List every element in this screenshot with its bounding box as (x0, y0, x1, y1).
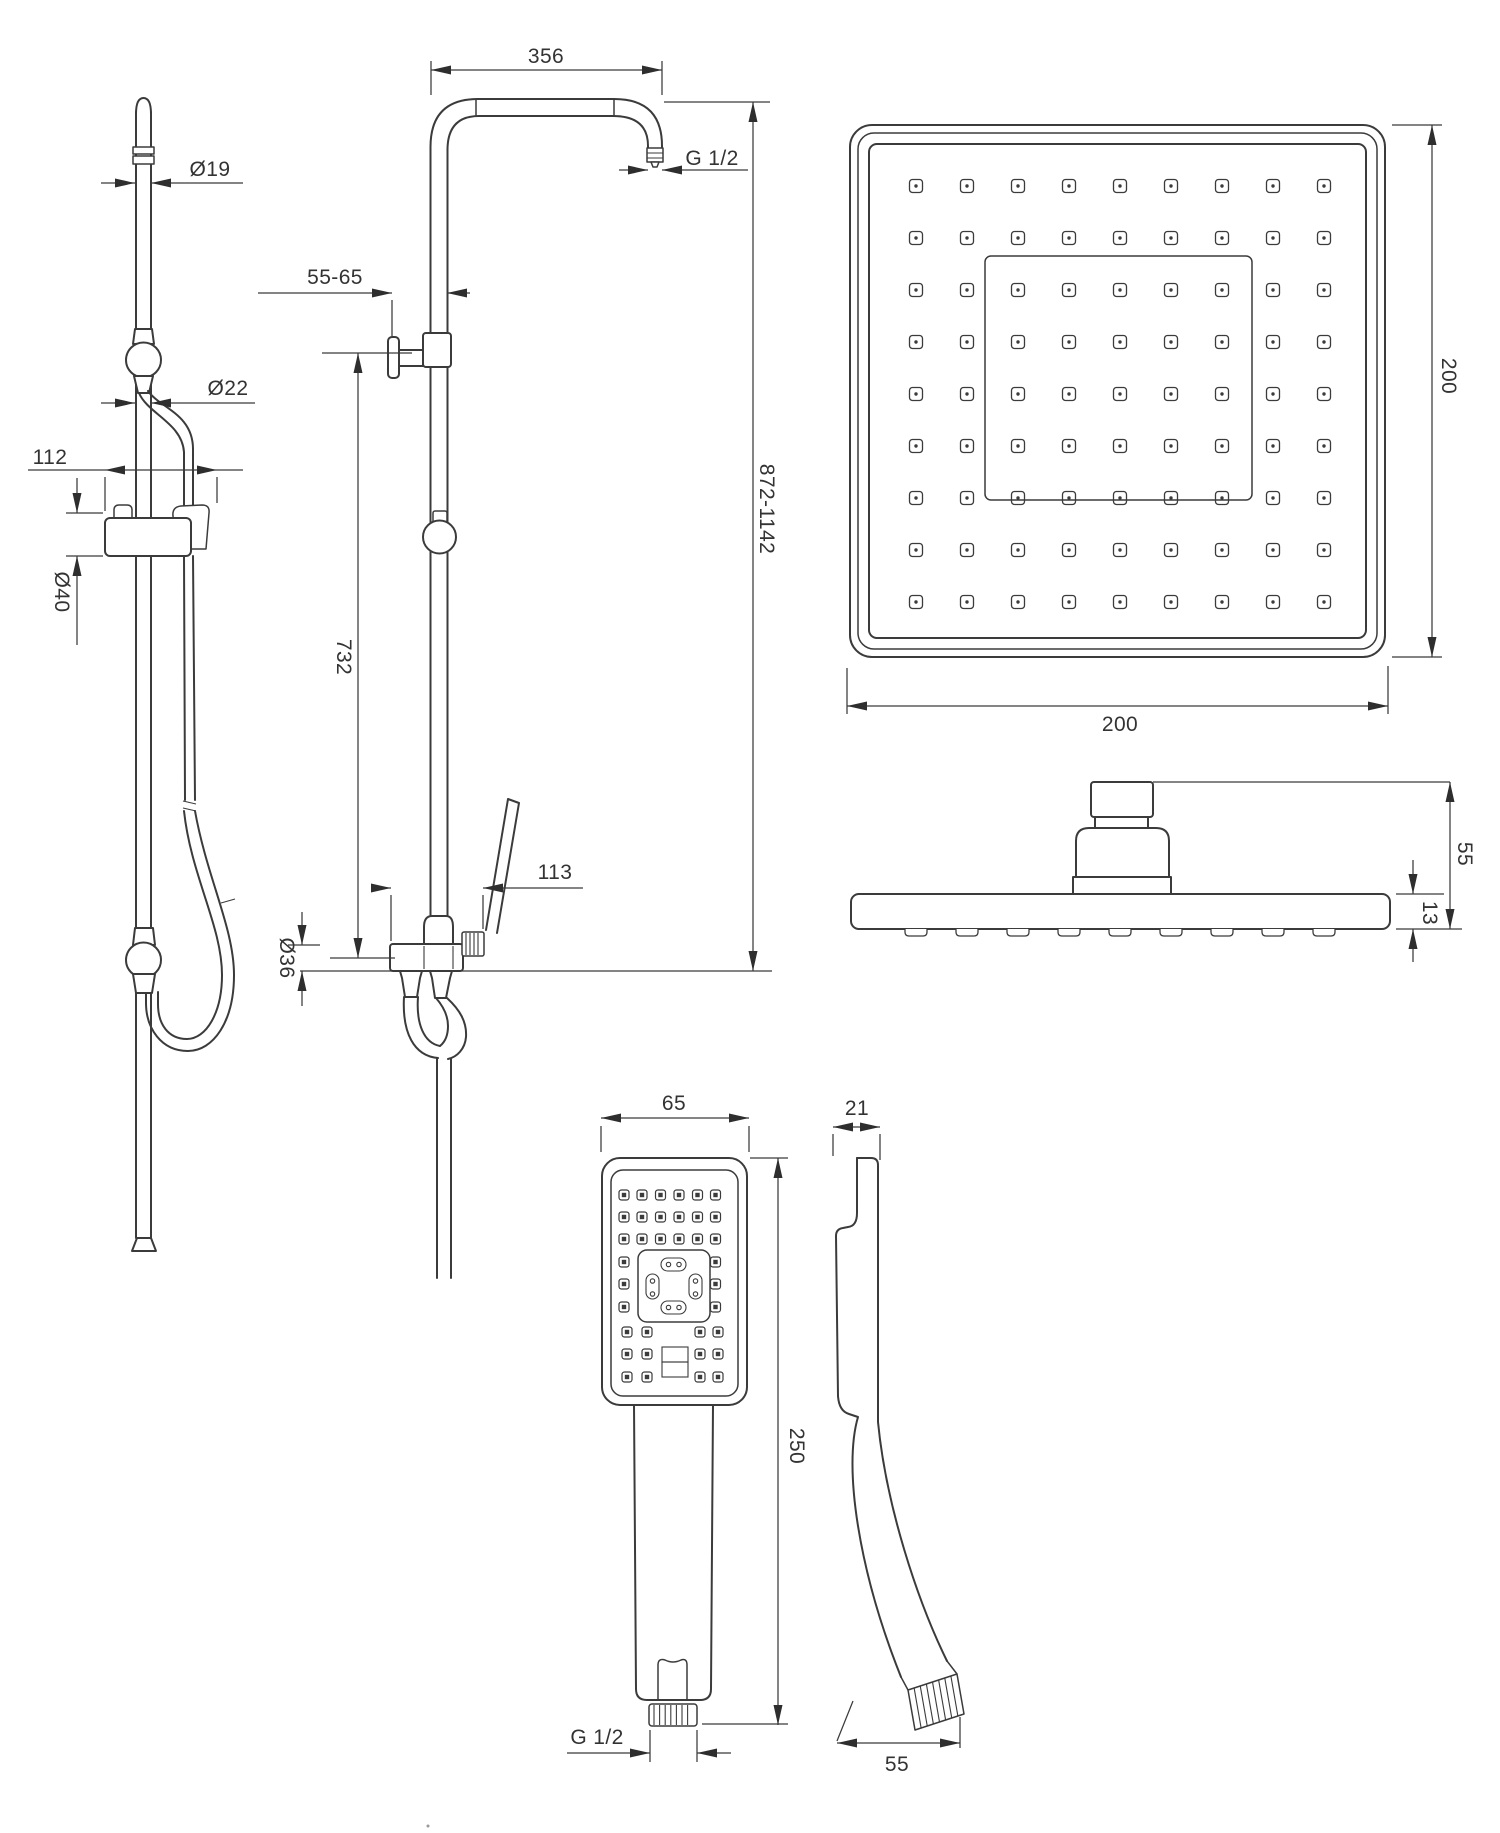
head-inner-zone (984, 255, 1253, 501)
shower-arm (429, 98, 663, 151)
shower-column-front-view (258, 61, 772, 1279)
dim-label-hand-depth-bottom: 55 (884, 1753, 910, 1776)
hand-head-outer (601, 1157, 748, 1406)
hose-upper (138, 392, 185, 513)
dim-label-holder-width: 112 (32, 446, 68, 469)
dim-hand-length (702, 1157, 788, 1725)
dim-holder-height (66, 478, 103, 645)
wall-bracket-ball (125, 341, 162, 379)
hand-side-front (835, 1157, 902, 1678)
dim-label-arm-thread: G 1/2 (685, 147, 739, 170)
dim-label-head-width: 200 (1101, 713, 1139, 736)
dim-label-head-height: 200 (1437, 357, 1460, 395)
dim-label-head-thickness: 13 (1418, 900, 1441, 926)
hand-inlet-stub (657, 1658, 688, 1700)
dim-label-hand-width: 65 (661, 1092, 687, 1115)
dim-arm-thread (619, 165, 748, 175)
rail (135, 111, 152, 1239)
rail-end-cap (131, 1237, 157, 1252)
dim-tee-diameter (288, 912, 320, 1006)
hand-shower-hose-stub (485, 798, 520, 934)
dim-label-total-height: 872-1142 (755, 463, 778, 555)
dim-label-arm-reach: 356 (527, 45, 565, 68)
hand-center-plate (637, 1249, 711, 1323)
rail-top-cap (135, 97, 152, 115)
dim-outlet-offset (371, 883, 583, 941)
hand-spray-slots (645, 1257, 703, 1315)
rail-collar (132, 146, 155, 155)
tee-outlet-thread (461, 931, 485, 957)
hose-cone-right (429, 970, 453, 999)
ball-joint-housing (1075, 827, 1170, 878)
dim-head-height (1392, 124, 1442, 658)
hand-face-plate (610, 1169, 739, 1397)
dim-hand-thread (567, 1730, 731, 1762)
dim-label-outlet-offset: 113 (537, 861, 573, 884)
dim-total-height (300, 101, 772, 972)
hose-lower (183, 555, 196, 801)
dim-holder-width (28, 465, 243, 511)
dim-label-wall-offset: 55-65 (307, 266, 363, 289)
dim-label-hand-thread: G 1/2 (570, 1726, 624, 1749)
hand-shower-side-view (832, 1122, 965, 1748)
hand-mode-button (661, 1346, 689, 1378)
dim-label-hand-length: 250 (785, 1427, 808, 1465)
joint-neck (1094, 816, 1149, 829)
hand-side-back (856, 1157, 948, 1662)
head-outer (849, 124, 1386, 658)
slider-knob (422, 519, 457, 555)
dim-rail-top-diameter (101, 178, 243, 188)
dim-label-head-total-height: 55 (1453, 841, 1476, 867)
hand-nozzle-grid (618, 1189, 724, 1383)
head-slab (850, 893, 1391, 930)
head-face-plate (868, 143, 1367, 639)
hose-cone-left (399, 970, 423, 998)
head-nozzle-grid (908, 178, 1332, 610)
stray-mark (426, 1824, 430, 1828)
dim-label-hand-depth-top: 21 (844, 1097, 870, 1120)
overhead-shower-side-view (850, 781, 1462, 962)
hand-shower-front-view (567, 1113, 788, 1762)
tee-ball (125, 941, 162, 979)
dim-head-thickness (1396, 860, 1444, 962)
shower-column-side-view (28, 97, 255, 1252)
wall-bracket-body (422, 332, 452, 368)
dim-label-holder-height: Ø40 (50, 571, 73, 613)
dim-hand-depth-bottom (836, 1700, 961, 1748)
dim-label-rail-diameter: Ø22 (207, 377, 249, 400)
dim-hand-width (600, 1113, 750, 1152)
overhead-shower-top-view (846, 124, 1442, 714)
dim-rail-diameter (101, 398, 255, 408)
dim-label-rail-top-diameter: Ø19 (189, 158, 231, 181)
dim-hand-depth-top (832, 1122, 881, 1160)
dim-arm-reach (430, 61, 663, 95)
dim-wall-offset (258, 288, 470, 336)
head-nozzle-bumps (904, 929, 1336, 937)
wall-bracket-block (132, 328, 155, 345)
dim-label-rail-length: 732 (332, 638, 355, 676)
hand-handle (633, 1404, 714, 1701)
hand-thread (648, 1703, 698, 1727)
wall-bracket-flange (387, 336, 400, 379)
dim-head-width (846, 666, 1389, 714)
dim-rail-length (322, 352, 412, 959)
arm-thread (646, 147, 664, 163)
connector-nut (1090, 781, 1154, 818)
pipe-cone (423, 915, 454, 946)
tee-body (389, 943, 464, 972)
dim-head-total-height (1396, 782, 1462, 930)
dim-label-tee-diameter: Ø36 (275, 937, 298, 979)
tee-ball-top (132, 927, 156, 946)
hose-down (436, 1057, 452, 1279)
holder-body (104, 517, 192, 557)
housing-flange (1072, 876, 1172, 895)
